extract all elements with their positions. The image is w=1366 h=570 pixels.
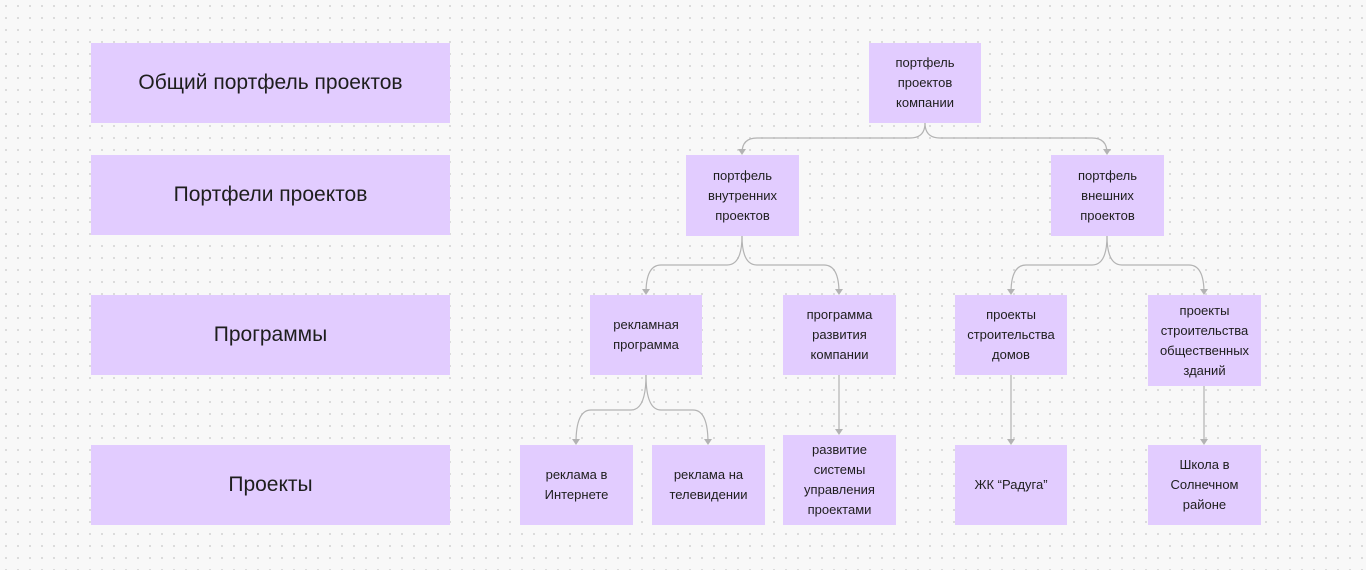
connector [1106,235,1205,294]
node-company-portfolio: портфель проектов компании [869,43,981,123]
arrow-head [1200,439,1208,445]
level-programs: Программы [91,295,450,375]
connector [741,235,840,294]
arrow-head [1200,289,1208,295]
connector [924,122,1108,154]
node-label: программа развития компании [806,307,873,362]
node-label: проекты строительства домов [967,307,1055,362]
node-raduga: ЖК “Радуга” [955,445,1067,525]
node-housing-projects: проекты строительства домов [955,295,1067,375]
node-label: реклама в Интернете [544,467,609,502]
arrow-head [704,439,712,445]
connector [575,374,647,444]
level-portfolios: Портфели проектов [91,155,450,235]
node-pm-system: развитие системы управления проектами [783,435,896,525]
node-label: развитие системы управления проектами [804,442,875,517]
node-label: проекты строительства общественных здани… [1159,302,1250,378]
node-tv-ad: реклама на телевидении [652,445,765,525]
node-label: портфель внешних проектов [1077,167,1138,223]
node-dev-program: программа развития компании [783,295,896,375]
connector [741,122,926,154]
arrow-head [835,289,843,295]
arrow-head [572,439,580,445]
node-internet-ad: реклама в Интернете [520,445,633,525]
level-label: Проекты [228,473,313,496]
connector [645,374,709,444]
node-ad-program: рекламная программа [590,295,702,375]
arrow-head [1007,439,1015,445]
node-internal-portfolio: портфель внутренних проектов [686,155,799,236]
node-public-buildings: проекты строительства общественных здани… [1148,295,1261,386]
node-label: портфель проектов компании [895,55,955,110]
node-school: Школа в Солнечном районе [1148,445,1261,525]
connector [645,235,743,294]
node-label: Школа в Солнечном районе [1170,457,1239,512]
level-general-portfolio: Общий портфель проектов [91,43,450,123]
arrow-head [1007,289,1015,295]
level-label: Общий портфель проектов [138,71,403,94]
level-label: Портфели проектов [173,183,368,206]
node-label: реклама на телевидении [669,467,748,502]
connector [1010,235,1108,294]
arrow-head [738,149,746,155]
node-external-portfolio: портфель внешних проектов [1051,155,1164,236]
arrow-head [642,289,650,295]
node-label: ЖК “Радуга” [974,477,1048,492]
arrow-head [835,429,843,435]
level-projects: Проекты [91,445,450,525]
arrow-head [1103,149,1111,155]
level-label: Программы [213,323,328,346]
node-label: портфель внутренних проектов [707,167,778,223]
node-label: рекламная программа [613,317,679,352]
